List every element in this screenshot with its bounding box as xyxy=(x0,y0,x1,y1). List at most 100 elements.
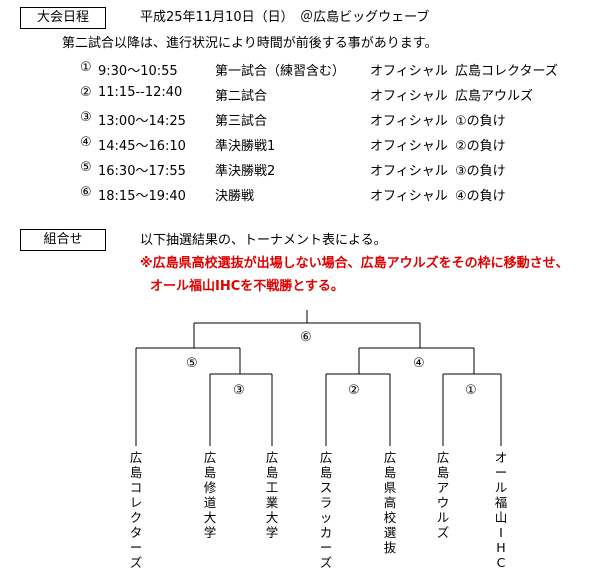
official-label: オフィシャル xyxy=(370,164,448,179)
official-team: 広島アウルズ xyxy=(455,89,534,104)
team-name-char: 山 xyxy=(494,510,508,525)
team-name-char: オ xyxy=(494,450,508,465)
team-name-char: 島 xyxy=(129,465,143,480)
game-number: ⑤ xyxy=(80,160,92,175)
game-time: 16:30〜17:55 xyxy=(98,164,186,179)
team-name-char: ー xyxy=(494,465,508,480)
team-name-char: ウ xyxy=(436,495,450,510)
official-label: オフィシャル xyxy=(370,89,448,104)
team-name-char: ズ xyxy=(129,555,143,570)
team-name-char: C xyxy=(496,555,506,570)
game-time: 14:45〜16:10 xyxy=(98,139,186,154)
bracket-description: 以下抽選結果の、トーナメント表による。 xyxy=(140,233,387,248)
team-name-char: 工 xyxy=(265,480,279,495)
bracket-section-label-text: 組合せ xyxy=(43,232,83,247)
game-title: 第三試合 xyxy=(215,114,268,129)
official-label: オフィシャル xyxy=(370,114,448,129)
team-name-char: ル xyxy=(436,510,450,525)
team-name-char: 広 xyxy=(383,450,397,465)
team-name-char: 選 xyxy=(383,525,397,540)
bracket-warning-line2: オール福山IHCを不戦勝とする。 xyxy=(150,279,344,294)
schedule-section-label: 大会日程 xyxy=(20,7,106,29)
team-name-char: 島 xyxy=(265,465,279,480)
team-name: 広島修道大学 xyxy=(203,450,217,540)
game-number: ③ xyxy=(80,110,92,125)
team-name-char: ル xyxy=(494,480,508,495)
team-name-char: ス xyxy=(319,480,333,495)
team-name-char: ク xyxy=(129,510,143,525)
game-title: 準決勝戦2 xyxy=(215,164,276,179)
bracket-warning-line1: ※広島県高校選抜が出場しない場合、広島アウルズをその枠に移動させ、 xyxy=(140,256,569,271)
team-name-char: ラ xyxy=(319,495,333,510)
event-date-venue: 平成25年11月10日（日） ＠広島ビッグウェーブ xyxy=(140,10,430,25)
team-name-char: 広 xyxy=(265,450,279,465)
team-name-char: 大 xyxy=(265,510,279,525)
team-name-char: 広 xyxy=(436,450,450,465)
official-team: ①の負け xyxy=(455,114,506,129)
match-label-3: ③ xyxy=(233,383,245,398)
match-label-2: ② xyxy=(348,383,360,398)
game-title: 準決勝戦1 xyxy=(215,139,276,154)
official-label: オフィシャル xyxy=(370,64,448,79)
game-number: ④ xyxy=(80,135,92,150)
schedule-section-label-text: 大会日程 xyxy=(36,10,89,25)
team-name-char: 島 xyxy=(203,465,217,480)
game-time: 9:30〜10:55 xyxy=(98,64,178,79)
team-name: 広島スラッカーズ xyxy=(319,450,333,570)
team-name-char: 大 xyxy=(203,510,217,525)
official-team: ②の負け xyxy=(455,139,506,154)
team-name: 広島コレクターズ xyxy=(129,450,143,570)
game-time: 11:15--12:40 xyxy=(98,85,183,100)
official-team: ③の負け xyxy=(455,164,506,179)
team-name-char: ッ xyxy=(319,510,333,525)
official-team: ④の負け xyxy=(455,189,506,204)
game-title: 決勝戦 xyxy=(215,189,255,204)
game-time: 13:00〜14:25 xyxy=(98,114,186,129)
official-label: オフィシャル xyxy=(370,189,448,204)
schedule-note: 第二試合以降は、進行状況により時間が前後する事があります。 xyxy=(62,36,438,51)
team-name-char: カ xyxy=(319,525,333,540)
game-title: 第二試合 xyxy=(215,89,268,104)
official-team: 広島コレクターズ xyxy=(455,64,558,79)
team-name-char: 修 xyxy=(203,480,217,495)
game-number: ① xyxy=(80,60,92,75)
team-name-char: 広 xyxy=(129,450,143,465)
match-label-1: ① xyxy=(465,383,477,398)
team-name-char: レ xyxy=(129,495,143,510)
team-name: 広島工業大学 xyxy=(265,450,279,540)
team-name-char: 業 xyxy=(265,495,279,510)
team-name-char: 福 xyxy=(494,495,508,510)
team-name-char: 広 xyxy=(203,450,217,465)
game-number: ⑥ xyxy=(80,185,92,200)
team-name: 広島アウルズ xyxy=(436,450,450,540)
team-name-char: H xyxy=(496,540,506,555)
match-label-6: ⑥ xyxy=(300,330,312,345)
team-name-char: 高 xyxy=(383,495,397,510)
official-label: オフィシャル xyxy=(370,139,448,154)
team-name-char: 広 xyxy=(319,450,333,465)
bracket-section-label: 組合せ xyxy=(20,229,106,251)
team-name-char: タ xyxy=(129,525,143,540)
team-name-char: 学 xyxy=(203,525,217,540)
match-label-4: ④ xyxy=(413,356,425,371)
match-label-5: ⑤ xyxy=(186,356,198,371)
game-time: 18:15〜19:40 xyxy=(98,189,186,204)
game-number: ② xyxy=(80,85,92,100)
team-name-char: 島 xyxy=(383,465,397,480)
team-name-char: コ xyxy=(129,480,143,495)
team-name-char: ア xyxy=(436,480,450,495)
team-name-char: 学 xyxy=(265,525,279,540)
team-name-char: 島 xyxy=(436,465,450,480)
team-name-char: 抜 xyxy=(383,540,397,555)
team-name-char: I xyxy=(499,525,503,540)
team-name-char: 校 xyxy=(383,510,397,525)
team-name-char: 島 xyxy=(319,465,333,480)
team-name-char: 県 xyxy=(383,480,397,495)
team-name-char: ズ xyxy=(319,555,333,570)
game-title: 第一試合（練習含む） xyxy=(215,64,346,79)
team-name-char: ー xyxy=(319,540,333,555)
team-name-char: 道 xyxy=(203,495,217,510)
team-name: 広島県高校選抜 xyxy=(383,450,397,555)
